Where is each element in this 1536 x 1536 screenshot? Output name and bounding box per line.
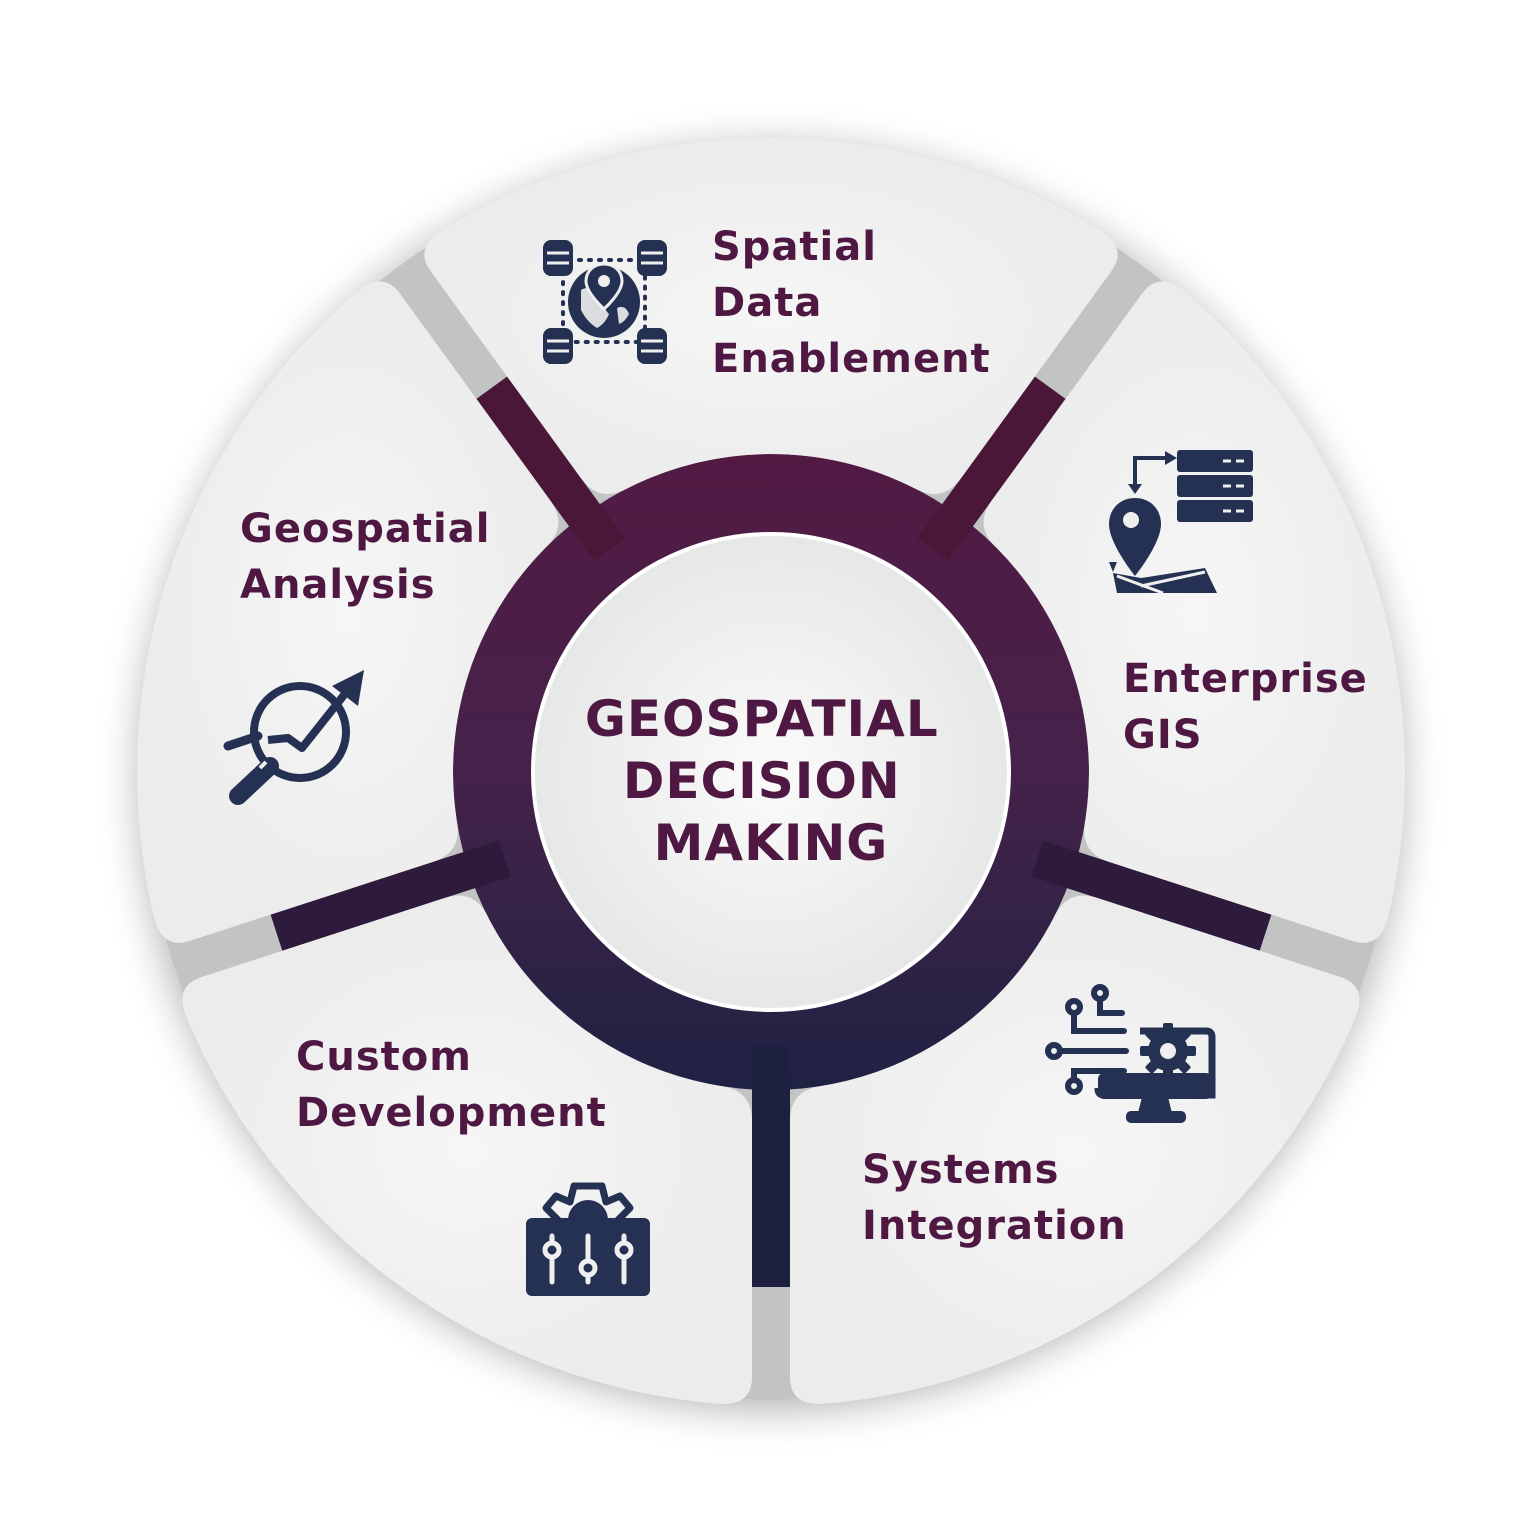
toolbox-gear-sliders-icon (526, 1182, 650, 1296)
segment-wedge-geospatial-analysis (137, 281, 559, 943)
segment-geospatial-analysis: Geospatial Analysis (223, 506, 505, 805)
segment-label-systems-integration: Systems Integration (862, 1147, 1127, 1249)
segment-label-custom-development: Custom Development (296, 1034, 607, 1136)
segment-enterprise-gis: Enterprise GIS (1109, 450, 1383, 758)
monitor-gear-circuit-icon (1045, 984, 1216, 1123)
magnifier-trend-arrow-icon (223, 670, 364, 805)
segment-label-enterprise-gis: Enterprise GIS (1123, 656, 1383, 758)
map-pin-server-icon (1109, 450, 1253, 595)
segments-group (137, 138, 1405, 1404)
globe-databases-icon (543, 240, 667, 364)
segment-custom-development: Custom Development (296, 1034, 650, 1296)
segment-systems-integration: Systems Integration (862, 984, 1216, 1249)
segment-wedge-enterprise-gis (983, 281, 1405, 943)
segment-label-geospatial-analysis: Geospatial Analysis (240, 506, 505, 608)
segment-label-spatial-data-enablement: Spatial Data Enablement (712, 224, 991, 382)
segment-spatial-data-enablement: Spatial Data Enablement (543, 224, 991, 382)
center-title: GEOSPATIAL DECISION MAKING (585, 690, 957, 872)
segment-wedge-spatial-data-enablement (424, 138, 1118, 495)
segment-wedge-systems-integration (789, 895, 1360, 1404)
center-disc (531, 532, 1011, 1012)
